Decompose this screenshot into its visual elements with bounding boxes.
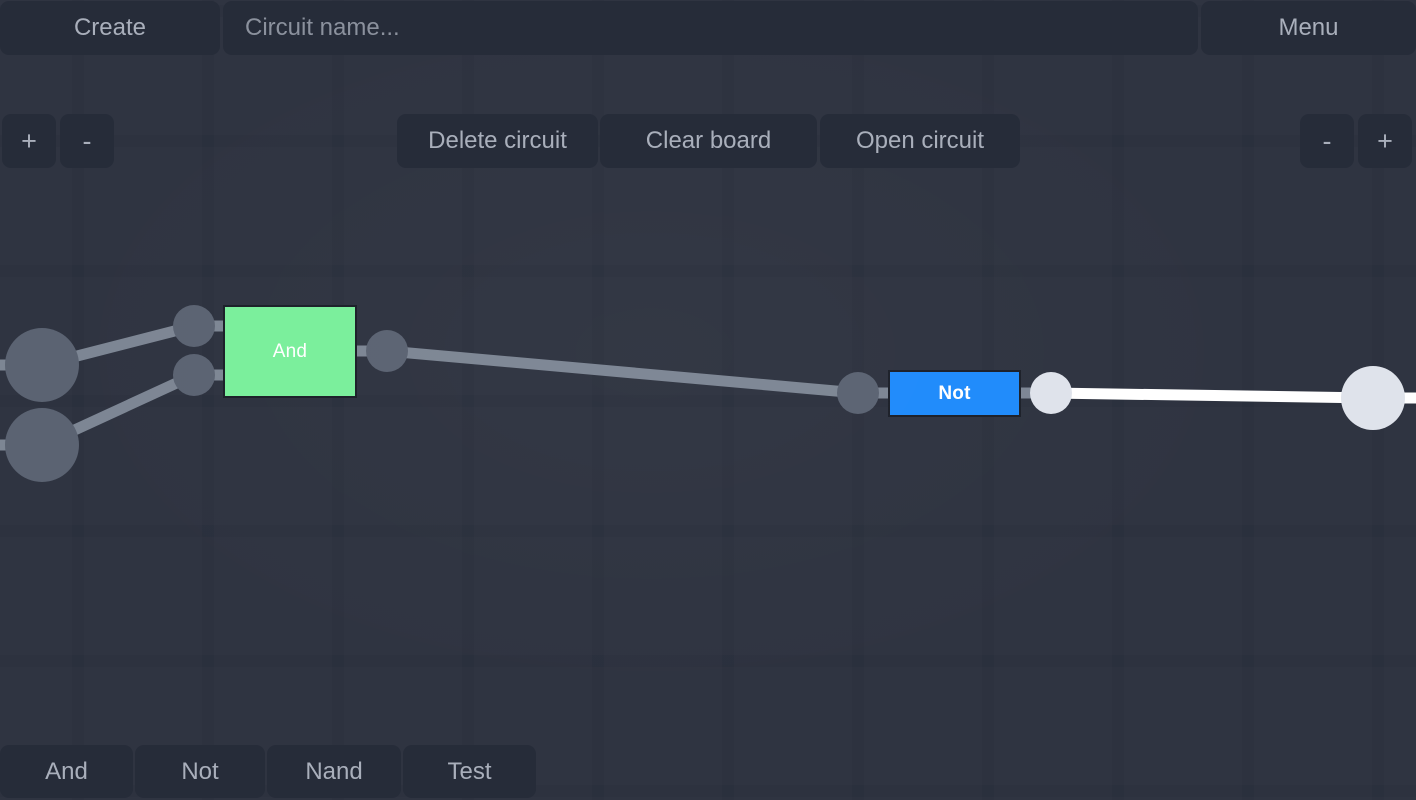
connection-node-and-in-2[interactable] (173, 354, 215, 396)
wire[interactable] (1050, 387, 1374, 404)
connection-node-in-a[interactable] (5, 328, 79, 402)
wire[interactable] (386, 345, 859, 399)
connection-node-and-in-1[interactable] (173, 305, 215, 347)
scale-up-button[interactable]: + (1358, 114, 1412, 168)
zoom-out-button[interactable]: - (60, 114, 114, 168)
gate-not[interactable]: Not (888, 370, 1021, 417)
create-button[interactable]: Create (0, 1, 220, 55)
scale-down-button[interactable]: - (1300, 114, 1354, 168)
minus-icon: - (82, 125, 92, 156)
gate-palette-item-test[interactable]: Test (403, 745, 536, 798)
gate-palette-item-not[interactable]: Not (135, 745, 265, 798)
gate-and[interactable]: And (223, 305, 357, 398)
zoom-in-button[interactable]: + (2, 114, 56, 168)
connection-node-not-out[interactable] (1030, 372, 1072, 414)
connection-node-and-out[interactable] (366, 330, 408, 372)
open-circuit-button[interactable]: Open circuit (820, 114, 1020, 168)
clear-board-button[interactable]: Clear board (600, 114, 817, 168)
top-toolbar-secondary: + - Delete circuit Clear board Open circ… (0, 57, 1416, 168)
menu-button[interactable]: Menu (1201, 1, 1416, 55)
gate-palette-item-and[interactable]: And (0, 745, 133, 798)
plus-icon: + (1377, 125, 1393, 156)
minus-icon: - (1322, 125, 1332, 156)
connection-node-not-in[interactable] (837, 372, 879, 414)
connection-node-out-1[interactable] (1341, 366, 1405, 430)
circuit-name-input[interactable] (223, 1, 1198, 55)
connection-node-in-b[interactable] (5, 408, 79, 482)
top-toolbar-primary: Create Menu (0, 0, 1416, 56)
delete-circuit-button[interactable]: Delete circuit (397, 114, 598, 168)
gate-palette-item-nand[interactable]: Nand (267, 745, 401, 798)
gate-palette-toolbar: And Not Nand Test (0, 743, 1416, 800)
plus-icon: + (21, 125, 37, 156)
